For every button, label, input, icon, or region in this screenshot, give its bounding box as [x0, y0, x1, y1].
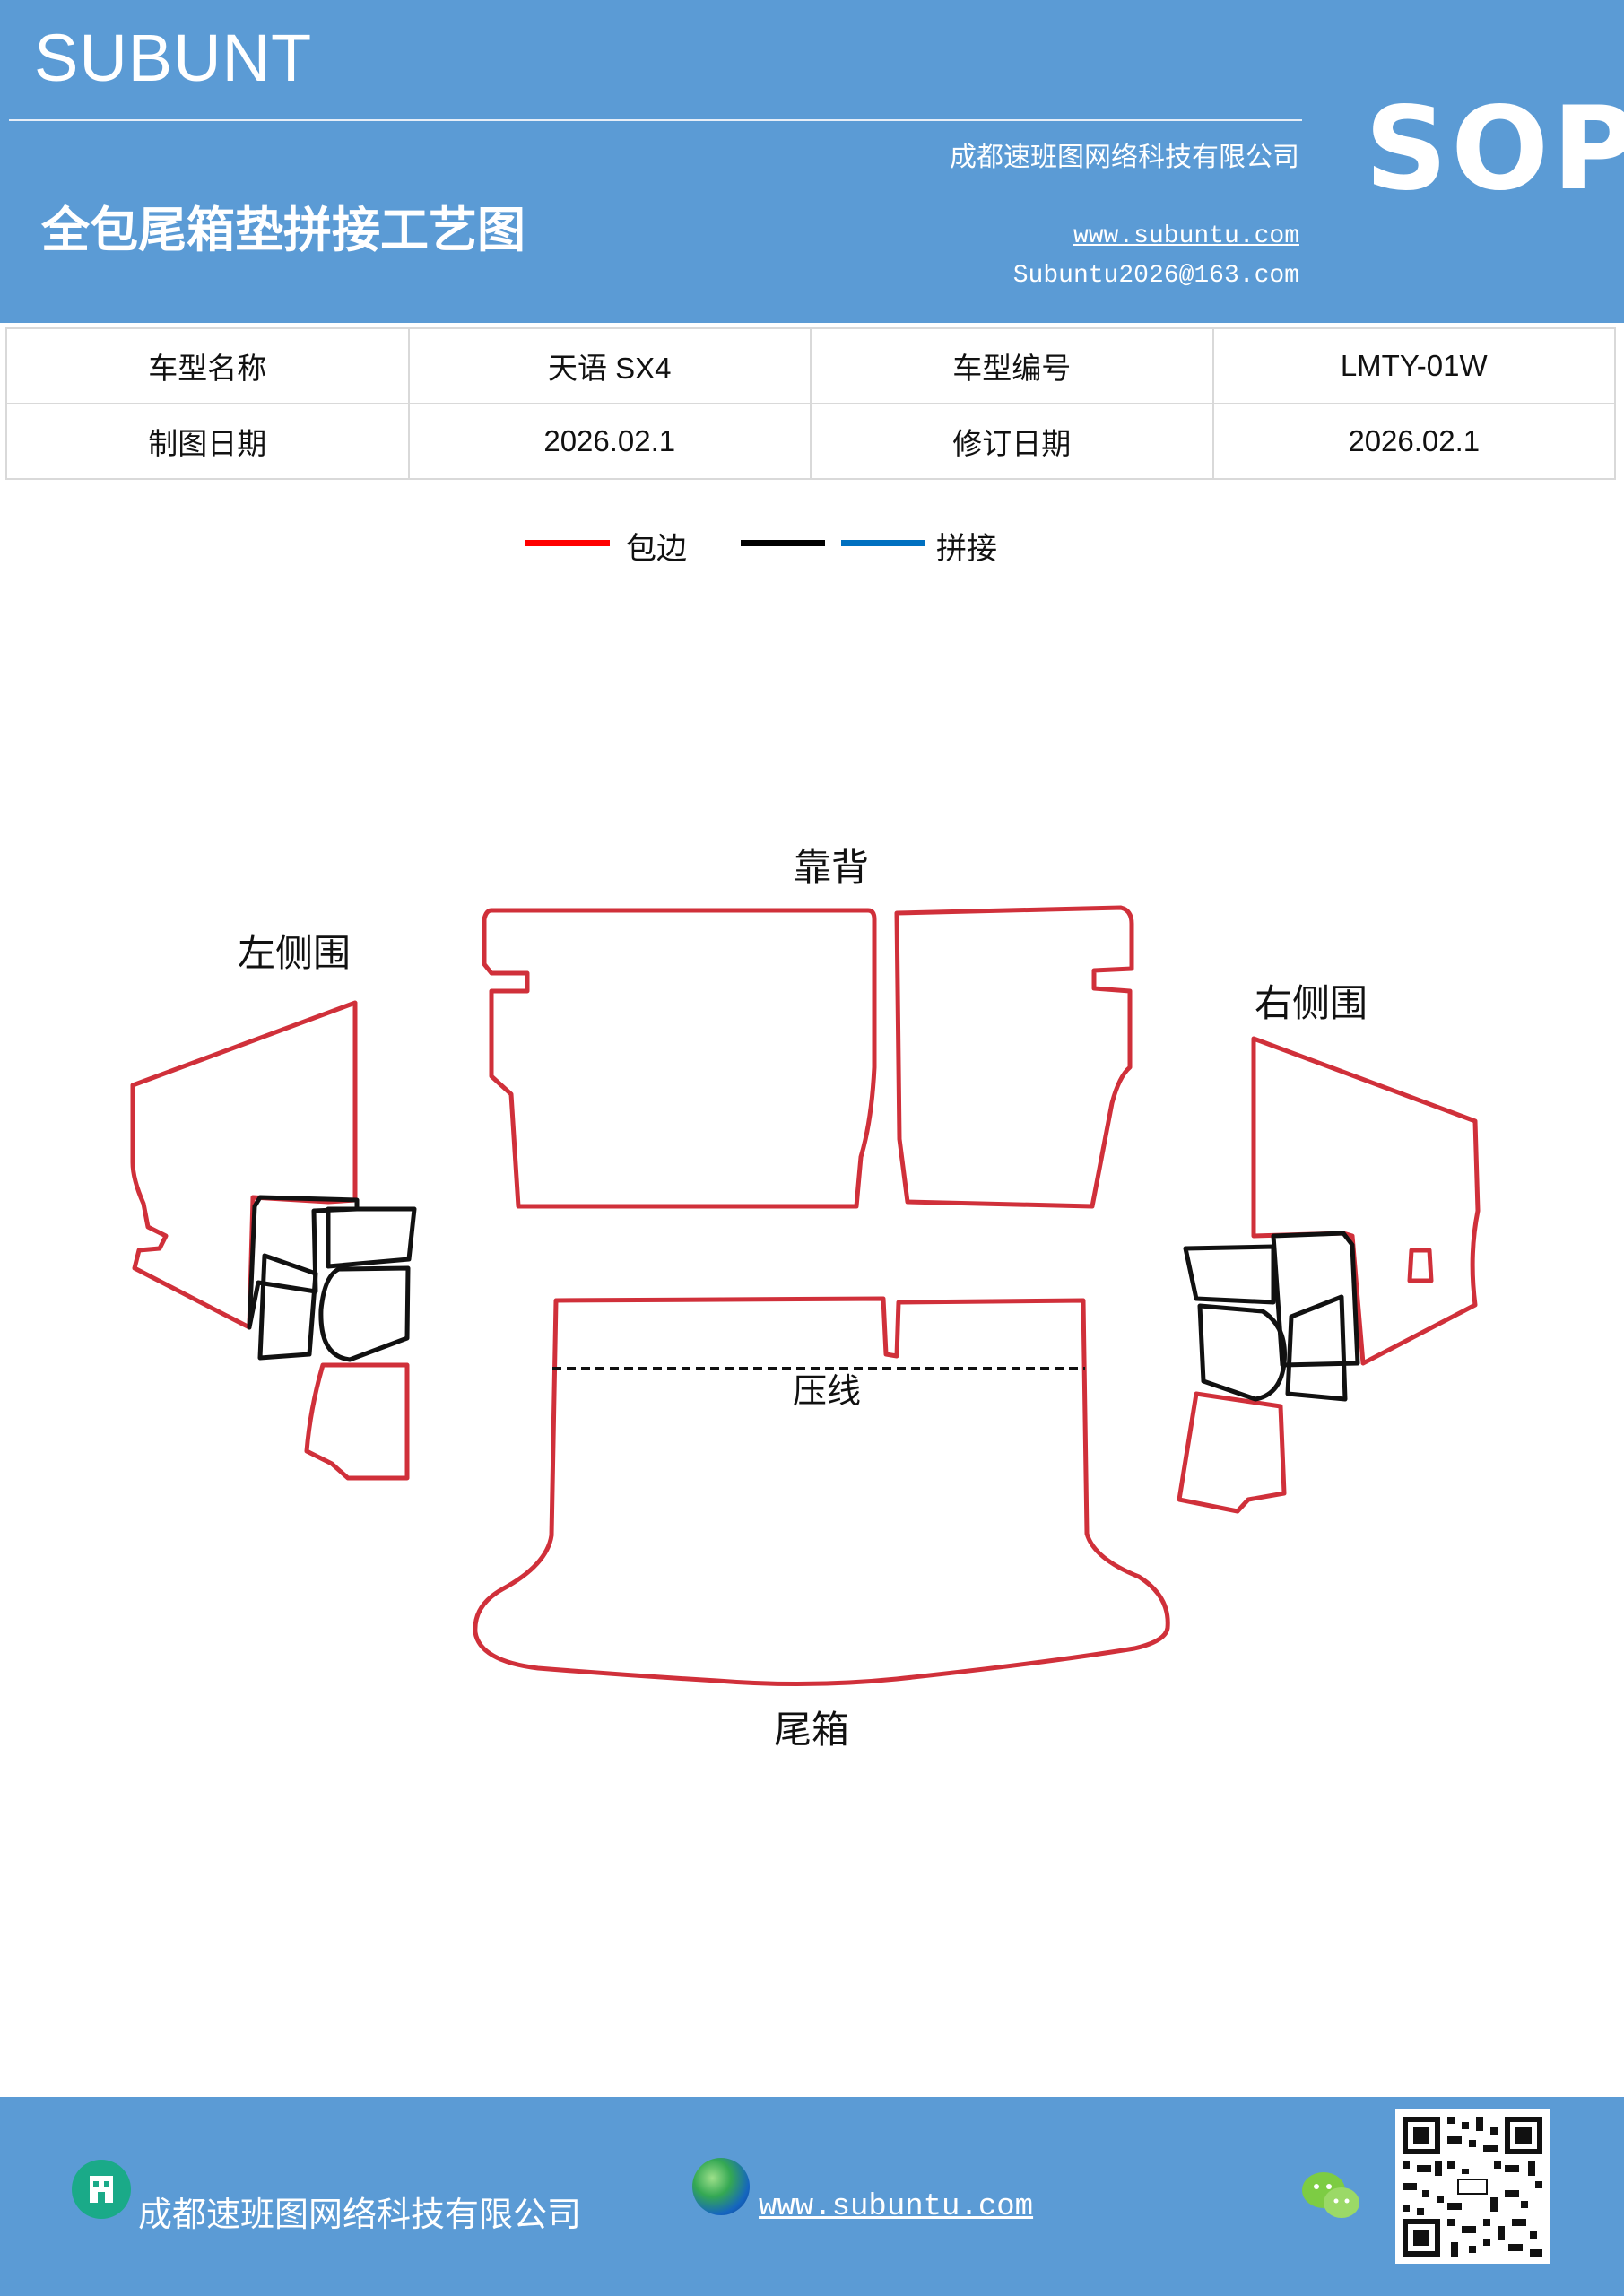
building-icon	[72, 2160, 131, 2219]
table-row: 制图日期 2026.02.1 修订日期 2026.02.1	[5, 403, 1616, 480]
label-crease: 压线	[793, 1371, 861, 1411]
right-join-piece-4	[1197, 1303, 1287, 1402]
backrest-right-panel	[894, 905, 1134, 1209]
model-code-value: LMTY-01W	[1211, 327, 1616, 404]
legend-swatch-red	[525, 540, 610, 546]
header-banner: SUBUNT 成都速班图网络科技有限公司 全包尾箱垫拼接工艺图 www.subu…	[0, 0, 1624, 323]
label-right-side: 右侧围	[1255, 981, 1368, 1025]
left-join-piece-3	[257, 1253, 318, 1361]
footer-banner: 成都速班图网络科技有限公司 www.subuntu.com	[0, 2097, 1624, 2296]
model-name-label: 车型名称	[5, 327, 410, 404]
legend-label-edge: 包边	[626, 531, 687, 567]
mat-layout-diagram: 靠背 左侧围 右侧围 压线 尾箱	[130, 846, 1481, 1752]
footer-website-link[interactable]: www.subuntu.com	[759, 2190, 1034, 2224]
header-website-link[interactable]: www.subuntu.com	[1073, 222, 1299, 250]
draw-date-value: 2026.02.1	[407, 403, 812, 480]
backrest-left-panel	[482, 908, 877, 1209]
draw-date-label: 制图日期	[5, 403, 410, 480]
left-join-piece-2	[326, 1206, 417, 1269]
globe-icon	[692, 2158, 750, 2215]
model-name-value: 天语 SX4	[407, 327, 812, 404]
table-row: 车型名称 天语 SX4 车型编号 LMTY-01W	[5, 327, 1616, 404]
vehicle-info-table: 车型名称 天语 SX4 车型编号 LMTY-01W 制图日期 2026.02.1…	[5, 327, 1616, 480]
line-legend: 包边 拼接	[0, 527, 1624, 581]
legend-label-join: 拼接	[936, 531, 997, 567]
revision-date-label: 修订日期	[810, 403, 1214, 480]
wechat-icon[interactable]	[1300, 2169, 1363, 2228]
left-side-outer	[130, 1000, 358, 1330]
legend-swatch-blue	[841, 540, 925, 546]
brand-name: SUBUNT	[34, 21, 313, 95]
header-divider	[9, 119, 1302, 121]
header-company: 成都速班图网络科技有限公司	[950, 142, 1299, 173]
right-side-lower-trim	[1177, 1391, 1287, 1514]
right-join-piece-3	[1285, 1294, 1348, 1402]
revision-date-value: 2026.02.1	[1211, 403, 1616, 480]
right-join-piece-2	[1183, 1244, 1276, 1305]
left-join-piece-4	[318, 1265, 411, 1362]
label-left-side: 左侧围	[238, 931, 351, 975]
right-side-outer	[1251, 1036, 1481, 1366]
label-trunk: 尾箱	[774, 1708, 849, 1752]
trunk-floor	[473, 1296, 1170, 1687]
left-side-lower-trim	[304, 1362, 410, 1481]
qr-code[interactable]	[1395, 2109, 1550, 2264]
label-backrest: 靠背	[794, 846, 869, 890]
model-code-label: 车型编号	[810, 327, 1214, 404]
right-join-piece-1	[1271, 1231, 1360, 1368]
right-side-clip-hole	[1407, 1248, 1434, 1283]
footer-company: 成都速班图网络科技有限公司	[138, 2195, 582, 2234]
legend-swatch-black	[741, 540, 825, 546]
sop-badge: SOP	[1365, 83, 1624, 216]
document-title: 全包尾箱垫拼接工艺图	[41, 201, 525, 258]
header-email[interactable]: Subuntu2026@163.com	[1012, 262, 1299, 290]
